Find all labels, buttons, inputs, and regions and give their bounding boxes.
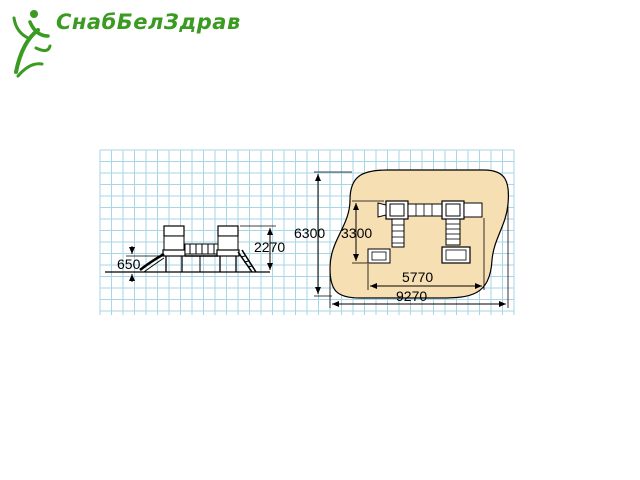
dim-height-platform: 650 [117,256,141,272]
bridge [184,243,219,272]
brand-name: СнабБелЗдрав [56,10,241,34]
left-tower [162,225,186,272]
runner-figure-icon [12,10,52,78]
slide [139,252,165,271]
dim-overall-width: 9270 [396,288,427,304]
plan-view: 6300 3300 5770 9270 [294,169,510,308]
brand-logo: СнабБелЗдрав [8,2,240,82]
dim-equipment-depth: 3300 [341,225,372,241]
dim-overall-depth: 6300 [294,225,325,241]
right-tower [216,225,240,272]
equipment-plan [367,200,483,264]
side-view: 2270 650 [105,225,285,282]
dim-equipment-width: 5770 [402,269,433,285]
dim-height-total: 2270 [254,239,285,255]
ladder [237,249,257,273]
